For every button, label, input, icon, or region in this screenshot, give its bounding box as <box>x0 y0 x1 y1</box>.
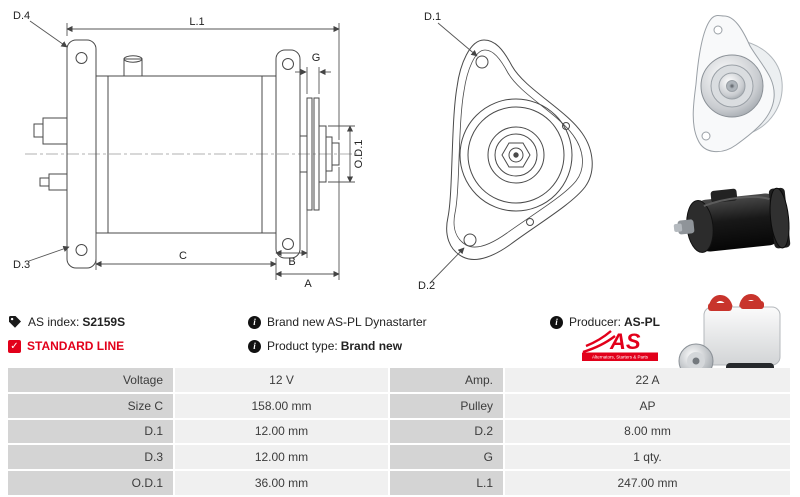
side-view-drawing: D.4 L.1 G O.D.1 D.3 C B A <box>13 10 365 290</box>
spec-value: 247.00 mm <box>505 471 792 497</box>
producer-label: Producer: <box>568 315 621 329</box>
dim-label-g: G <box>312 52 321 64</box>
dim-label-d4: D.4 <box>13 10 30 22</box>
info-icon: i <box>549 315 563 329</box>
spec-table: Voltage 12 V Amp. 22 A Size C 158.00 mm … <box>8 368 792 497</box>
description: i Brand new AS-PL Dynastarter <box>248 315 550 329</box>
as-pl-logo-graphic: AS Alternators, Starters & Parts <box>582 329 658 361</box>
dim-label-c: C <box>179 250 187 262</box>
info-icon: i <box>248 339 261 353</box>
spec-value: 36.00 mm <box>175 471 390 497</box>
spec-value: 1 qty. <box>505 445 792 472</box>
spec-label: D.2 <box>390 419 505 446</box>
spec-label: Amp. <box>390 368 505 394</box>
dim-label-od1: O.D.1 <box>353 140 365 169</box>
product-type-text: Product type:Brand new <box>267 339 402 353</box>
as-index-value: S2159S <box>82 315 126 329</box>
spec-value: 12.00 mm <box>175 419 390 446</box>
tag-icon <box>9 316 21 328</box>
as-index: AS index:S2159S <box>8 315 248 329</box>
spec-value: 22 A <box>505 368 792 394</box>
spec-label: Pulley <box>390 393 505 420</box>
product-photo-starter-side[interactable] <box>668 167 798 283</box>
spec-label: Voltage <box>8 368 175 394</box>
spec-label: G <box>390 445 505 472</box>
product-photo-line-art[interactable] <box>668 2 798 163</box>
info-icon: i <box>248 315 261 329</box>
dim-label-d2: D.2 <box>418 280 435 292</box>
dim-label-b: B <box>288 256 295 268</box>
spec-value: 158.00 mm <box>175 393 390 420</box>
product-type-value: Brand new <box>340 339 403 353</box>
product-type: i Product type:Brand new <box>248 339 550 353</box>
spec-label: D.1 <box>8 419 175 446</box>
spec-value: 8.00 mm <box>505 419 792 446</box>
description-text: Brand new AS-PL Dynastarter <box>267 315 427 329</box>
producer: i Producer:AS-PL <box>549 315 660 329</box>
product-type-label: Product type: <box>267 339 338 353</box>
as-pl-logo: AS Alternators, Starters & Parts <box>580 326 660 362</box>
product-info-section: AS index:S2159S i Brand new AS-PL Dynast… <box>8 312 660 361</box>
logo-subtext: Alternators, Starters & Parts <box>592 355 649 360</box>
spec-label: O.D.1 <box>8 471 175 497</box>
spec-value: AP <box>505 393 792 420</box>
standard-line-label: STANDARD LINE <box>27 339 125 353</box>
spec-label: L.1 <box>390 471 505 497</box>
producer-text: Producer:AS-PL <box>569 315 660 329</box>
dim-label-a: A <box>304 278 312 290</box>
spec-value: 12 V <box>175 368 390 394</box>
producer-value: AS-PL <box>624 315 660 329</box>
dim-label-d1: D.1 <box>424 11 441 23</box>
as-index-text: AS index:S2159S <box>28 315 125 329</box>
spec-label: D.3 <box>8 445 175 472</box>
spec-label: Size C <box>8 393 175 420</box>
front-view-drawing: D.1 D.2 <box>418 11 593 292</box>
dim-label-d3: D.3 <box>13 259 30 271</box>
spec-value: 12.00 mm <box>175 445 390 472</box>
standard-line: ✓ STANDARD LINE <box>8 339 248 353</box>
dim-label-l1: L.1 <box>189 16 204 28</box>
as-index-label: AS index: <box>28 315 80 329</box>
logo-as-text: AS <box>609 329 641 354</box>
check-icon: ✓ <box>8 339 21 353</box>
